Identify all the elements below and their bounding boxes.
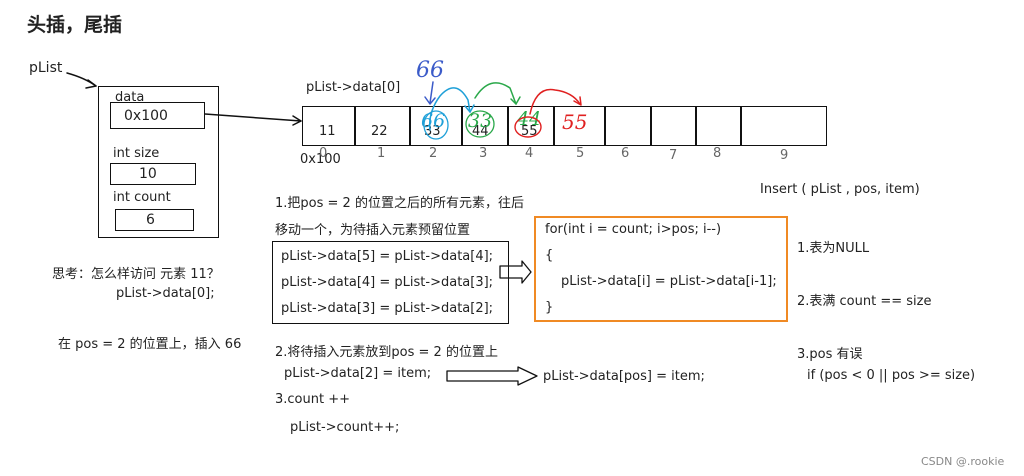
array-cell-5 bbox=[554, 106, 605, 146]
size-value-box bbox=[110, 163, 196, 185]
data-label: data bbox=[115, 90, 145, 105]
think-question: 思考：怎么样访问 元素 11？ bbox=[52, 267, 220, 282]
loop-header: for(int i = count; i>pos; i--) bbox=[545, 222, 722, 237]
step1-hollow-arrow bbox=[499, 260, 532, 284]
step1-code-box bbox=[272, 241, 509, 324]
insert-signature: Insert ( pList , pos, item) bbox=[760, 182, 920, 197]
array-cell-1 bbox=[355, 106, 410, 146]
plist-arrow bbox=[66, 72, 97, 87]
condition-pos-check: if (pos < 0 || pos >= size) bbox=[807, 368, 976, 383]
struct-box bbox=[98, 86, 219, 238]
size-label: int size bbox=[113, 146, 160, 161]
count-value-box bbox=[115, 209, 194, 231]
loop-code-box bbox=[534, 216, 788, 322]
watermark: CSDN @.rookie bbox=[921, 455, 1005, 468]
loop-open-brace: { bbox=[545, 248, 554, 263]
array-cell-3 bbox=[462, 106, 508, 146]
loop-body: pList->data[i] = pList->data[i-1]; bbox=[561, 274, 777, 289]
array-index-1: 1 bbox=[377, 146, 386, 161]
handwritten-44: 44 bbox=[517, 108, 542, 130]
plist-label: pList bbox=[29, 60, 63, 76]
array-index-6: 6 bbox=[621, 146, 630, 161]
red-shift-curve bbox=[529, 88, 581, 115]
step3-title: 3.count ++ bbox=[275, 392, 350, 407]
condition-pos: 3.pos 有误 bbox=[797, 347, 863, 362]
array-value-1: 22 bbox=[371, 124, 388, 139]
step1-title: 1.把pos = 2 的位置之后的所有元素，往后 bbox=[275, 196, 524, 211]
condition-null: 1.表为NULL bbox=[797, 241, 870, 256]
array-cell-4 bbox=[508, 106, 554, 146]
data-value: 0x100 bbox=[124, 108, 168, 124]
step3-code: pList->count++; bbox=[290, 420, 400, 435]
step2-result: pList->data[pos] = item; bbox=[543, 369, 705, 384]
array-cell-9 bbox=[741, 106, 827, 146]
step1-subtitle: 移动一个，为待插入元素预留位置 bbox=[275, 223, 471, 238]
page-title: 头插，尾插 bbox=[27, 14, 123, 36]
array-index-0: 0 bbox=[319, 146, 328, 161]
array-index-8: 8 bbox=[713, 146, 722, 161]
handwritten-66-top: 66 bbox=[416, 58, 444, 83]
data-value-box bbox=[110, 102, 205, 129]
array-cell-2 bbox=[410, 106, 462, 146]
array-cell-7 bbox=[651, 106, 696, 146]
cyan-shift-curve bbox=[428, 87, 471, 131]
handwritten-33: 33 bbox=[468, 110, 493, 132]
array-value-3: 44 bbox=[472, 124, 489, 139]
array-value-0: 11 bbox=[319, 124, 336, 139]
step2-title: 2.将待插入元素放到pos = 2 的位置上 bbox=[275, 345, 498, 360]
think-insert: 在 pos = 2 的位置上，插入 66 bbox=[58, 337, 242, 352]
array-index-4: 4 bbox=[525, 146, 534, 161]
loop-close-brace: } bbox=[545, 300, 554, 315]
array-index-7: 7 bbox=[669, 148, 678, 163]
condition-full: 2.表满 count == size bbox=[797, 294, 932, 309]
array-label: pList->data[0] bbox=[306, 80, 401, 95]
green-shift-curve bbox=[474, 82, 517, 105]
array-index-2: 2 bbox=[429, 146, 438, 161]
array-cell-0 bbox=[302, 106, 355, 146]
step1-code-line: pList->data[4] = pList->data[3]; bbox=[281, 275, 494, 290]
array-index-3: 3 bbox=[479, 146, 488, 161]
think-answer: pList->data[0]; bbox=[116, 286, 215, 301]
handwritten-55: 55 bbox=[562, 110, 588, 134]
array-cell-8 bbox=[696, 106, 741, 146]
array-cell-6 bbox=[605, 106, 651, 146]
count-label: int count bbox=[113, 190, 171, 205]
array-index-9: 9 bbox=[780, 148, 789, 163]
array-value-4: 55 bbox=[521, 124, 538, 139]
blue-insert-arrow bbox=[429, 81, 434, 104]
data-pointer-arrow bbox=[204, 113, 302, 122]
step1-code-line: pList->data[3] = pList->data[2]; bbox=[281, 301, 494, 316]
size-value: 10 bbox=[139, 166, 157, 182]
step2-hollow-arrow bbox=[446, 366, 538, 386]
step2-code: pList->data[2] = item; bbox=[284, 366, 432, 381]
array-index-5: 5 bbox=[576, 146, 585, 161]
count-value: 6 bbox=[146, 212, 155, 228]
array-address: 0x100 bbox=[300, 152, 341, 167]
step1-code-line: pList->data[5] = pList->data[4]; bbox=[281, 249, 494, 264]
